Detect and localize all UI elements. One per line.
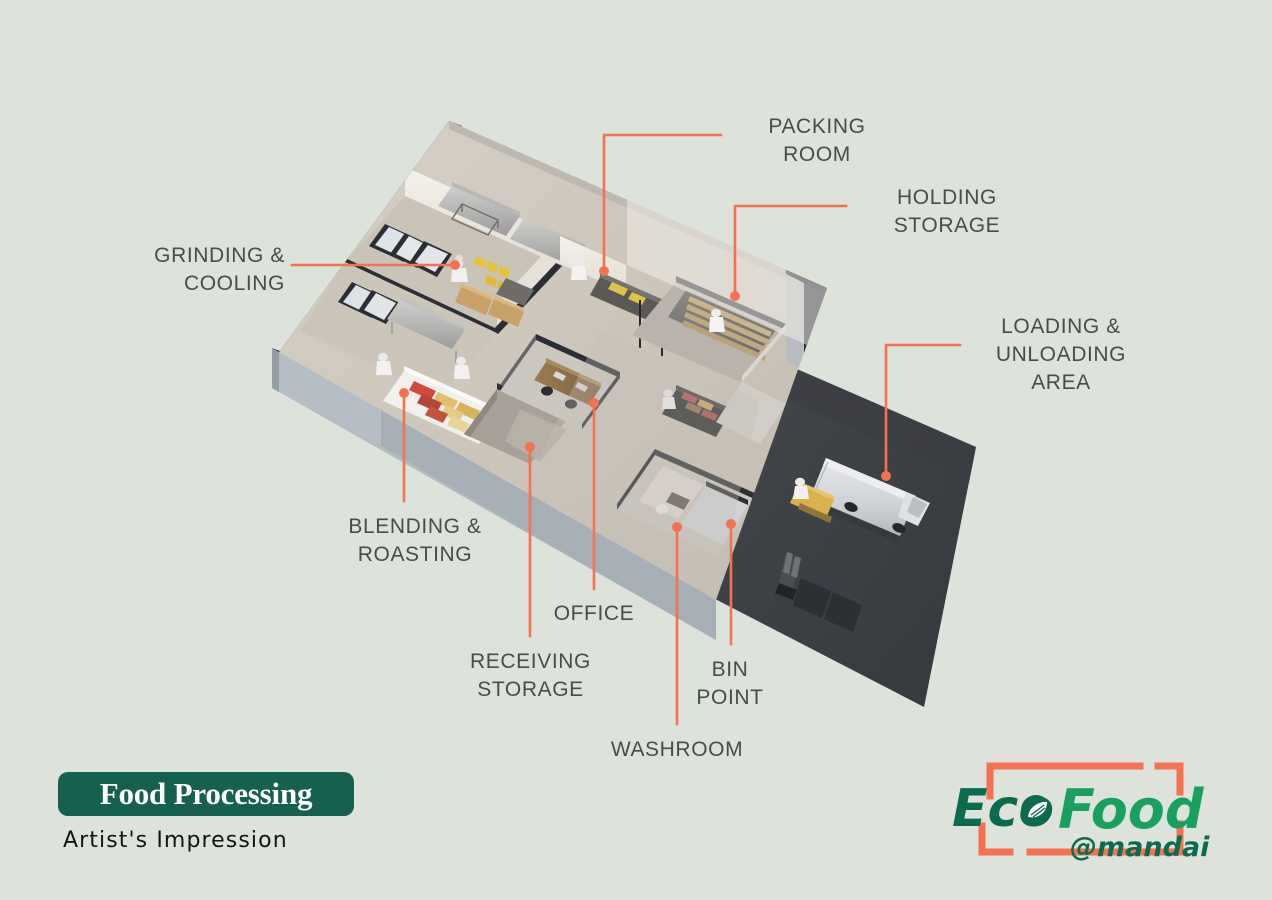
delivery-van [810, 458, 930, 542]
logo-food-text: Food [1058, 778, 1205, 841]
loading-worker-and-pallet [790, 477, 834, 523]
label-washroom: WASHROOM [610, 738, 744, 761]
produce-trays [409, 381, 480, 433]
label-blending-roasting: BLENDING & ROASTING [348, 515, 482, 566]
label-loading-unloading-area: LOADING & UNLOADING AREA [995, 315, 1127, 394]
hand-truck [775, 552, 801, 600]
worker-holding [709, 308, 725, 332]
label-office: OFFICE [553, 602, 635, 625]
windows-west [369, 224, 452, 277]
logo-frame-icon [978, 762, 1184, 856]
shelf-rows [682, 296, 772, 361]
food-processing-banner: Food Processing [58, 772, 354, 816]
worker-blending-1 [376, 352, 392, 375]
worker-packing [571, 257, 587, 280]
label-bin-point: BIN POINT [696, 658, 764, 709]
ecofood-mandai-logo: Eco Food @mandai [952, 762, 1210, 863]
product-trolley [662, 385, 730, 437]
office-chairs [541, 386, 577, 409]
label-receiving-storage: RECEIVING STORAGE [470, 650, 591, 701]
worker-blending-2 [454, 356, 470, 379]
label-holding-storage: HOLDING STORAGE [893, 186, 1001, 237]
worker-grinding [451, 254, 468, 282]
exterior-wall-west [272, 348, 716, 640]
food-processing-banner-text: Food Processing [99, 776, 313, 811]
label-packing-room: PACKING ROOM [768, 115, 866, 166]
leaf-icon [1021, 795, 1051, 825]
artists-impression-caption: Artist's Impression [63, 828, 288, 853]
worker-trolley [662, 389, 676, 409]
windows-west-lower [338, 282, 400, 324]
room-blending-roasting [300, 258, 500, 444]
room-packing [560, 236, 664, 356]
pallet-stacks [455, 283, 524, 327]
hand-truck-and-bins [775, 552, 862, 632]
logo-mandai-text: @mandai [1070, 832, 1210, 863]
label-grinding-cooling: GRINDING & COOLING [154, 244, 285, 295]
